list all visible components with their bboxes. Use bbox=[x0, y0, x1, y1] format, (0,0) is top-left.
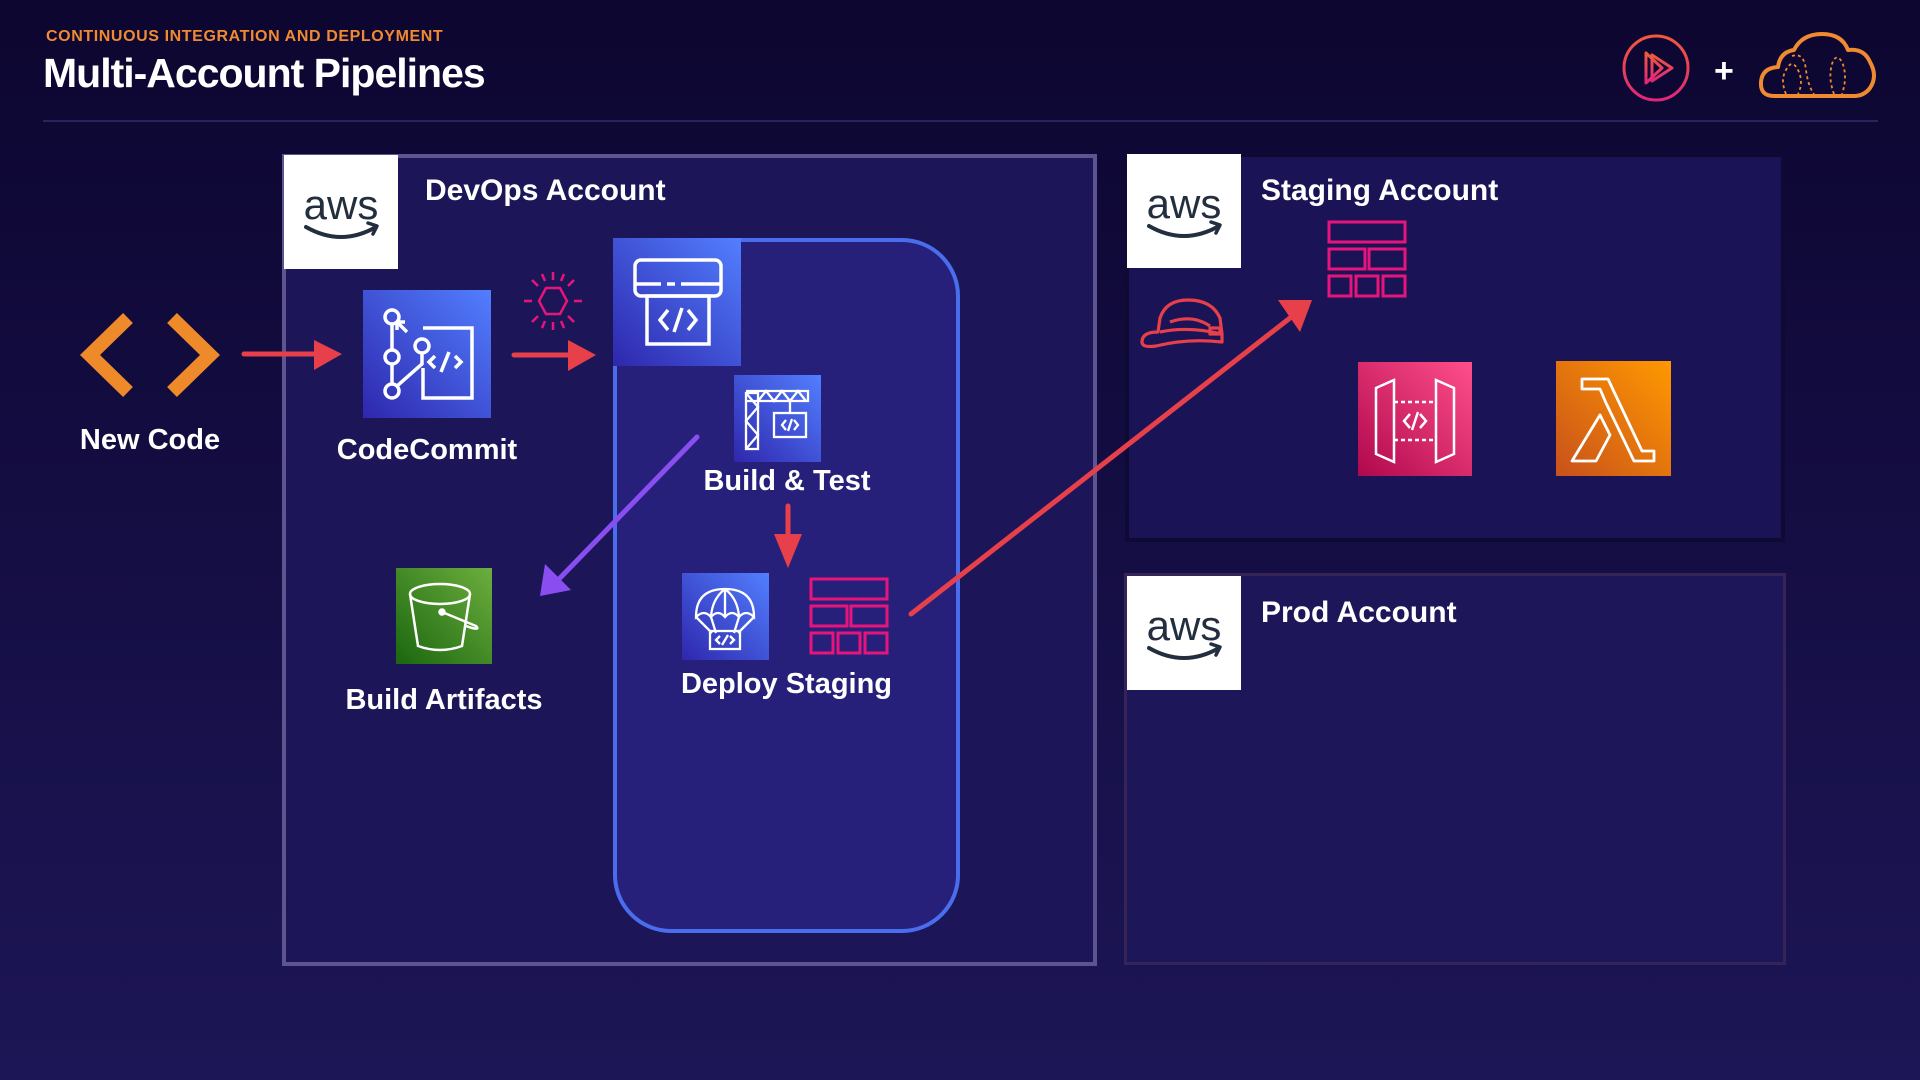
codepipeline-icon bbox=[613, 238, 741, 366]
section-eyebrow: CONTINUOUS INTEGRATION AND DEPLOYMENT bbox=[46, 28, 444, 45]
header-divider bbox=[43, 120, 1878, 122]
api-gateway-icon bbox=[1358, 362, 1472, 476]
iam-role-helmet-icon bbox=[1140, 298, 1224, 349]
build-test-label: Build & Test bbox=[703, 465, 871, 497]
aws-logo-icon: aws bbox=[1147, 180, 1222, 238]
plus-sign: + bbox=[1714, 52, 1734, 90]
codedeploy-icon bbox=[682, 573, 769, 660]
build-artifacts-label: Build Artifacts bbox=[345, 684, 543, 716]
svg-text:aws: aws bbox=[304, 181, 379, 228]
codecommit-label: CodeCommit bbox=[336, 434, 518, 466]
aws-logo-icon: aws bbox=[304, 181, 379, 239]
devops-account-label: DevOps Account bbox=[425, 174, 666, 207]
code-brackets-icon bbox=[80, 312, 220, 398]
staging-account-label: Staging Account bbox=[1261, 174, 1499, 207]
new-code-label: New Code bbox=[79, 424, 221, 456]
aws-logo-icon: aws bbox=[1147, 602, 1222, 660]
aws-logo-devops: aws bbox=[284, 155, 398, 269]
play-logo-icon bbox=[1622, 34, 1690, 102]
svg-text:aws: aws bbox=[1147, 180, 1222, 227]
codecommit-icon bbox=[363, 290, 491, 418]
cloud-logo-icon bbox=[1758, 32, 1876, 98]
event-trigger-icon bbox=[524, 272, 582, 330]
codebuild-icon bbox=[734, 375, 821, 462]
s3-bucket-icon bbox=[396, 568, 492, 664]
svg-text:aws: aws bbox=[1147, 602, 1222, 649]
deploy-staging-label: Deploy Staging bbox=[680, 668, 893, 700]
cloudformation-stack-icon bbox=[809, 577, 889, 655]
lambda-icon bbox=[1556, 361, 1671, 476]
page-title: Multi-Account Pipelines bbox=[43, 50, 486, 96]
aws-logo-staging: aws bbox=[1127, 154, 1241, 268]
prod-account-label: Prod Account bbox=[1261, 596, 1457, 629]
aws-logo-prod: aws bbox=[1127, 576, 1241, 690]
cloudformation-stack-icon bbox=[1327, 220, 1407, 298]
